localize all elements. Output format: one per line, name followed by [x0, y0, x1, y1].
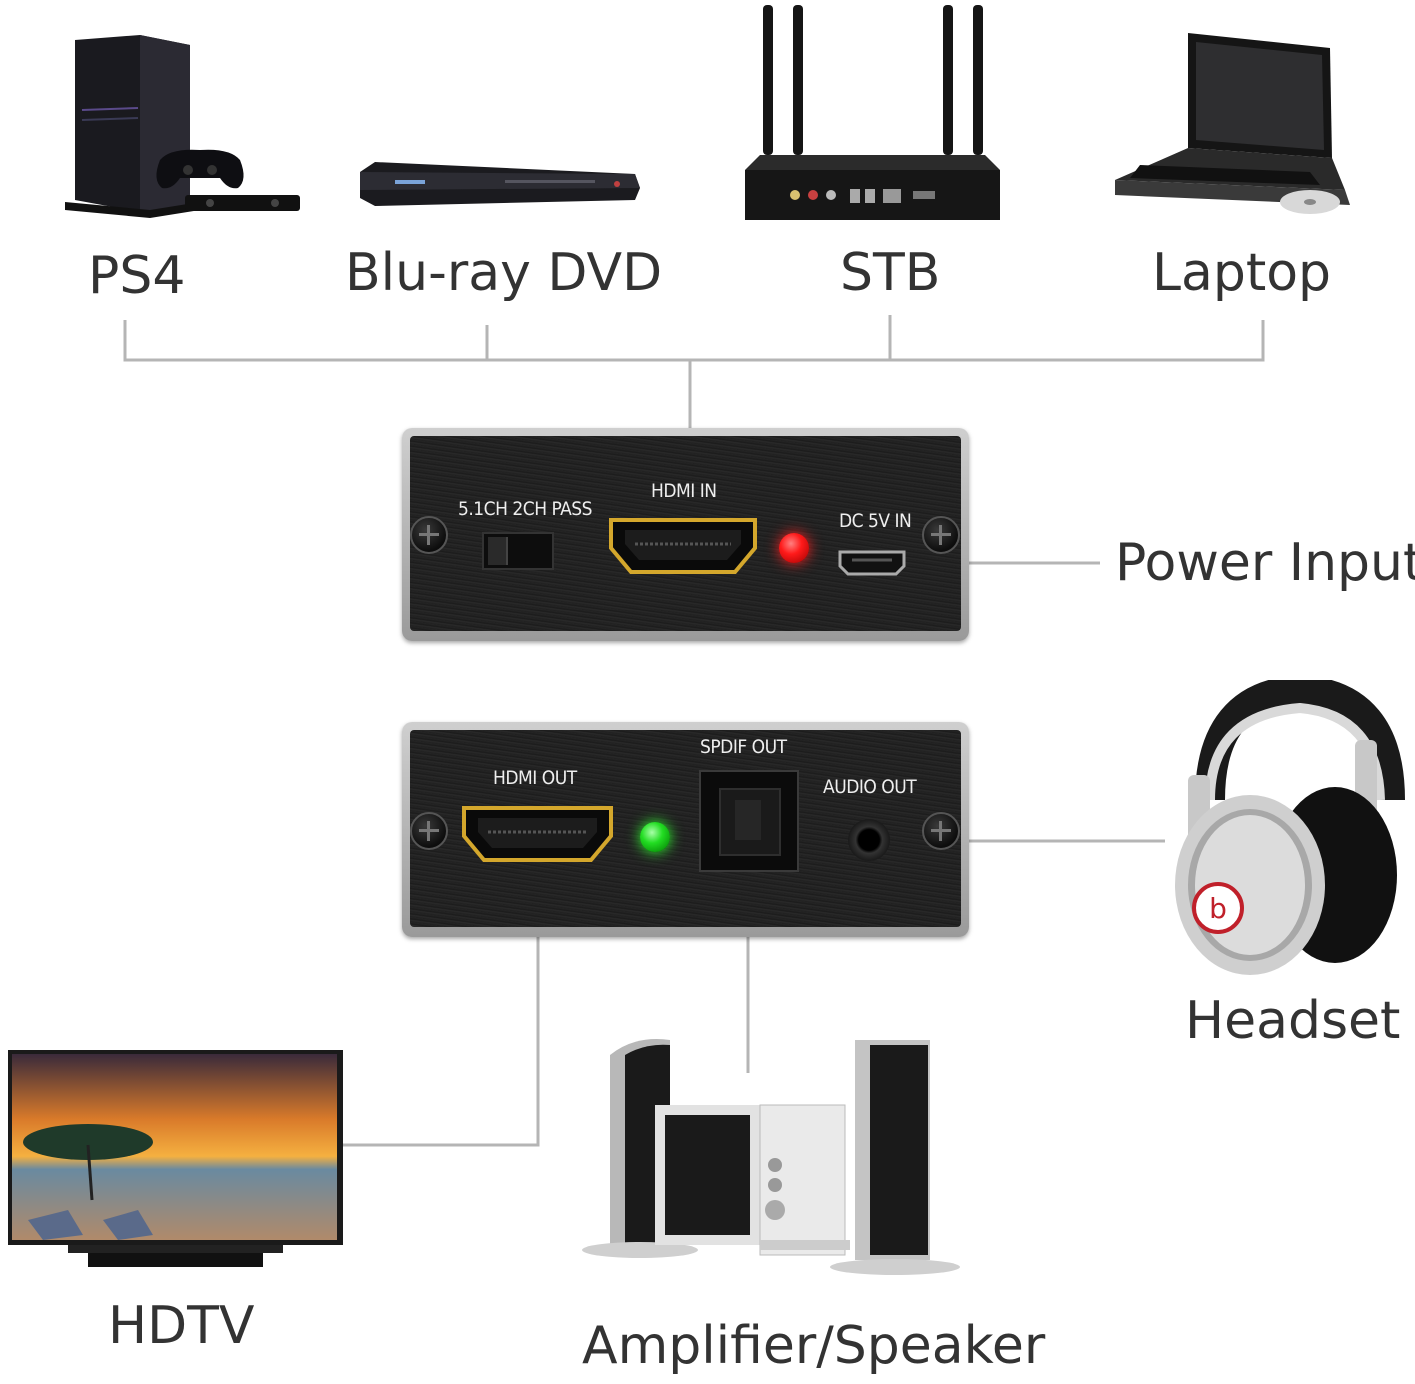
dc-in-label: DC 5V IN [839, 510, 912, 532]
spdif-optical-port[interactable] [699, 770, 799, 872]
laptop-icon [1110, 30, 1355, 225]
tv-icon [8, 1050, 343, 1275]
dc-micro-usb-port[interactable] [836, 548, 908, 578]
laptop-label: Laptop [1152, 243, 1332, 303]
spdif-port-shutter [735, 800, 761, 840]
bluray-label: Blu-ray DVD [345, 243, 663, 303]
bluray-player-icon [355, 160, 645, 215]
source-bracket-line [123, 320, 1265, 362]
hdtv-connector-line [300, 850, 540, 1147]
hdmi-out-label: HDMI OUT [493, 767, 577, 789]
screw-left-icon [410, 812, 448, 850]
amplifier-speaker-label: Amplifier/Speaker [582, 1316, 1046, 1376]
power-input-label: Power Input [1115, 533, 1415, 593]
input-panel: 5.1CH 2CH PASS HDMI IN DC 5V IN [402, 428, 969, 641]
screw-left-icon [410, 516, 448, 554]
audio-out-label: AUDIO OUT [823, 776, 917, 798]
speaker-system-icon [580, 1035, 970, 1280]
hdmi-in-port[interactable] [607, 516, 759, 576]
screw-right-icon [922, 812, 960, 850]
switch-label: 5.1CH 2CH PASS [458, 498, 593, 520]
spdif-out-label: SPDIF OUT [700, 736, 787, 758]
hdtv-label: HDTV [108, 1296, 255, 1356]
hdmi-out-port[interactable] [460, 804, 615, 864]
screw-right-icon [922, 516, 960, 554]
headset-label: Headset [1185, 991, 1401, 1051]
mode-switch-knob [488, 537, 508, 565]
headphones-icon: b [1150, 674, 1405, 975]
output-panel: HDMI OUT SPDIF OUT AUDIO OUT [402, 722, 969, 937]
mode-switch[interactable] [482, 532, 554, 570]
status-led-green [640, 822, 670, 852]
router-stb-icon [745, 5, 1005, 225]
hdmi-in-label: HDMI IN [651, 480, 717, 502]
ps4-console-icon [60, 30, 310, 220]
svg-text:b: b [1209, 892, 1227, 925]
stb-label: STB [840, 243, 941, 303]
audio-jack-port[interactable] [848, 819, 890, 861]
ps4-label: PS4 [88, 246, 186, 306]
status-led-red [779, 533, 809, 563]
